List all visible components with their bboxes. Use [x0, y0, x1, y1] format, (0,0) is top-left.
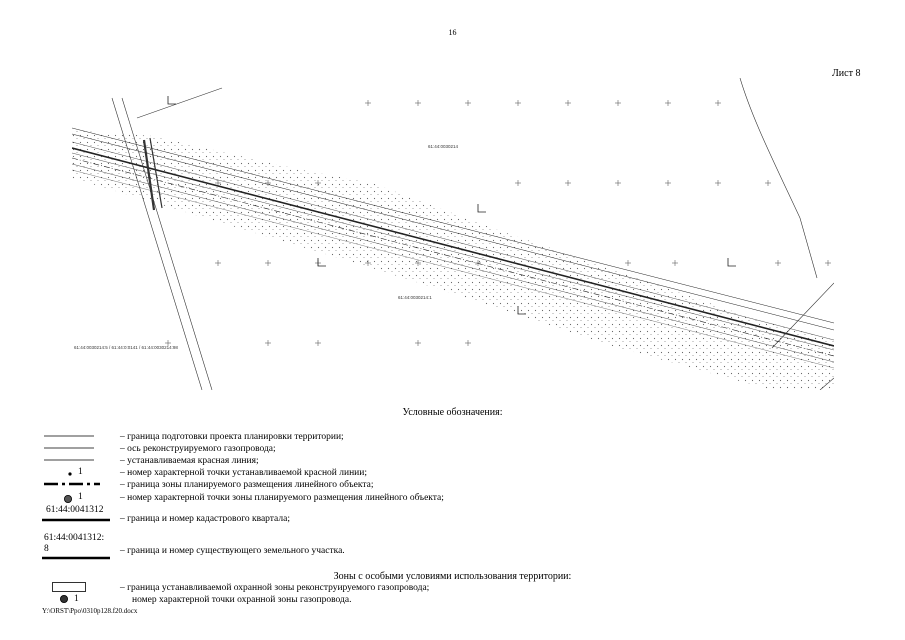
legend-item-placement-zone: – граница зоны планируемого размещения л… — [120, 480, 374, 490]
legend-code-placement-point: 1 — [78, 492, 83, 502]
large-dot-icon — [64, 495, 72, 503]
gas-pipeline-lines — [72, 127, 834, 369]
rectangle-symbol — [52, 582, 86, 592]
placement-zone-line-symbol — [44, 482, 100, 486]
corridor-fill — [72, 130, 834, 390]
legend-code-protection-point: 1 — [74, 594, 79, 604]
cadastral-quarter-line-symbol — [42, 518, 110, 522]
legend-item-protection-point: номер характерной точки охранной зоны га… — [132, 595, 352, 605]
sheet-label: Лист 8 — [832, 68, 861, 79]
planning-map: 61:44:0030214 61:44:0030214:1 61:44:0030… — [72, 78, 834, 390]
legend-item-red-line-point: – номер характерной точки устанавливаемо… — [120, 468, 367, 478]
boundary-line-symbol — [44, 435, 94, 437]
legend-item-placement-point: – номер характерной точки зоны планируем… — [120, 493, 444, 503]
small-dot-icon — [68, 472, 72, 476]
legend-item-protection-zone: – граница устанавливаемой охранной зоны … — [120, 583, 430, 593]
red-line-symbol — [44, 459, 94, 461]
legend-code-land-plot-number: 8 — [44, 544, 49, 554]
legend-item-planning-boundary: – граница подготовки проекта планировки … — [120, 432, 344, 442]
legend-code-land-plot: 61:44:0041312: — [44, 533, 105, 543]
zones-title: Зоны с особыми условиями использования т… — [333, 571, 572, 582]
land-plot-line-symbol — [42, 556, 110, 560]
crossing-lines — [111, 87, 223, 390]
pipeline-axis-symbol — [44, 447, 94, 449]
legend-item-pipeline-axis: – ось реконструируемого газопровода; — [120, 444, 276, 454]
legend-item-cadastral-quarter: – граница и номер кадастрового квартала; — [120, 514, 290, 524]
filled-dot-icon — [60, 595, 68, 603]
map-label-plot: 61:44:0030214:1 — [398, 295, 432, 300]
legend-title: Условные обозначения: — [402, 407, 503, 418]
legend-code-cadastral-quarter: 61:44:0041312 — [46, 505, 104, 515]
legend-item-land-plot: – граница и номер существующего земельно… — [120, 546, 345, 556]
legend-code-red-line-point: 1 — [78, 467, 83, 477]
road-curves — [739, 78, 834, 390]
map-label-plots: 61:44:0030214:5 / 61:44:0:0141 / 61:44:0… — [74, 345, 178, 350]
file-path: Y:\ORST\Ppo\0310p128.f20.docx — [42, 607, 138, 615]
map-label-quarter: 61:44:0030214 — [428, 144, 459, 149]
legend-item-red-line: – устанавливаемая красная линия; — [120, 456, 259, 466]
page-number: 16 — [448, 28, 457, 37]
survey-markers — [167, 96, 736, 315]
